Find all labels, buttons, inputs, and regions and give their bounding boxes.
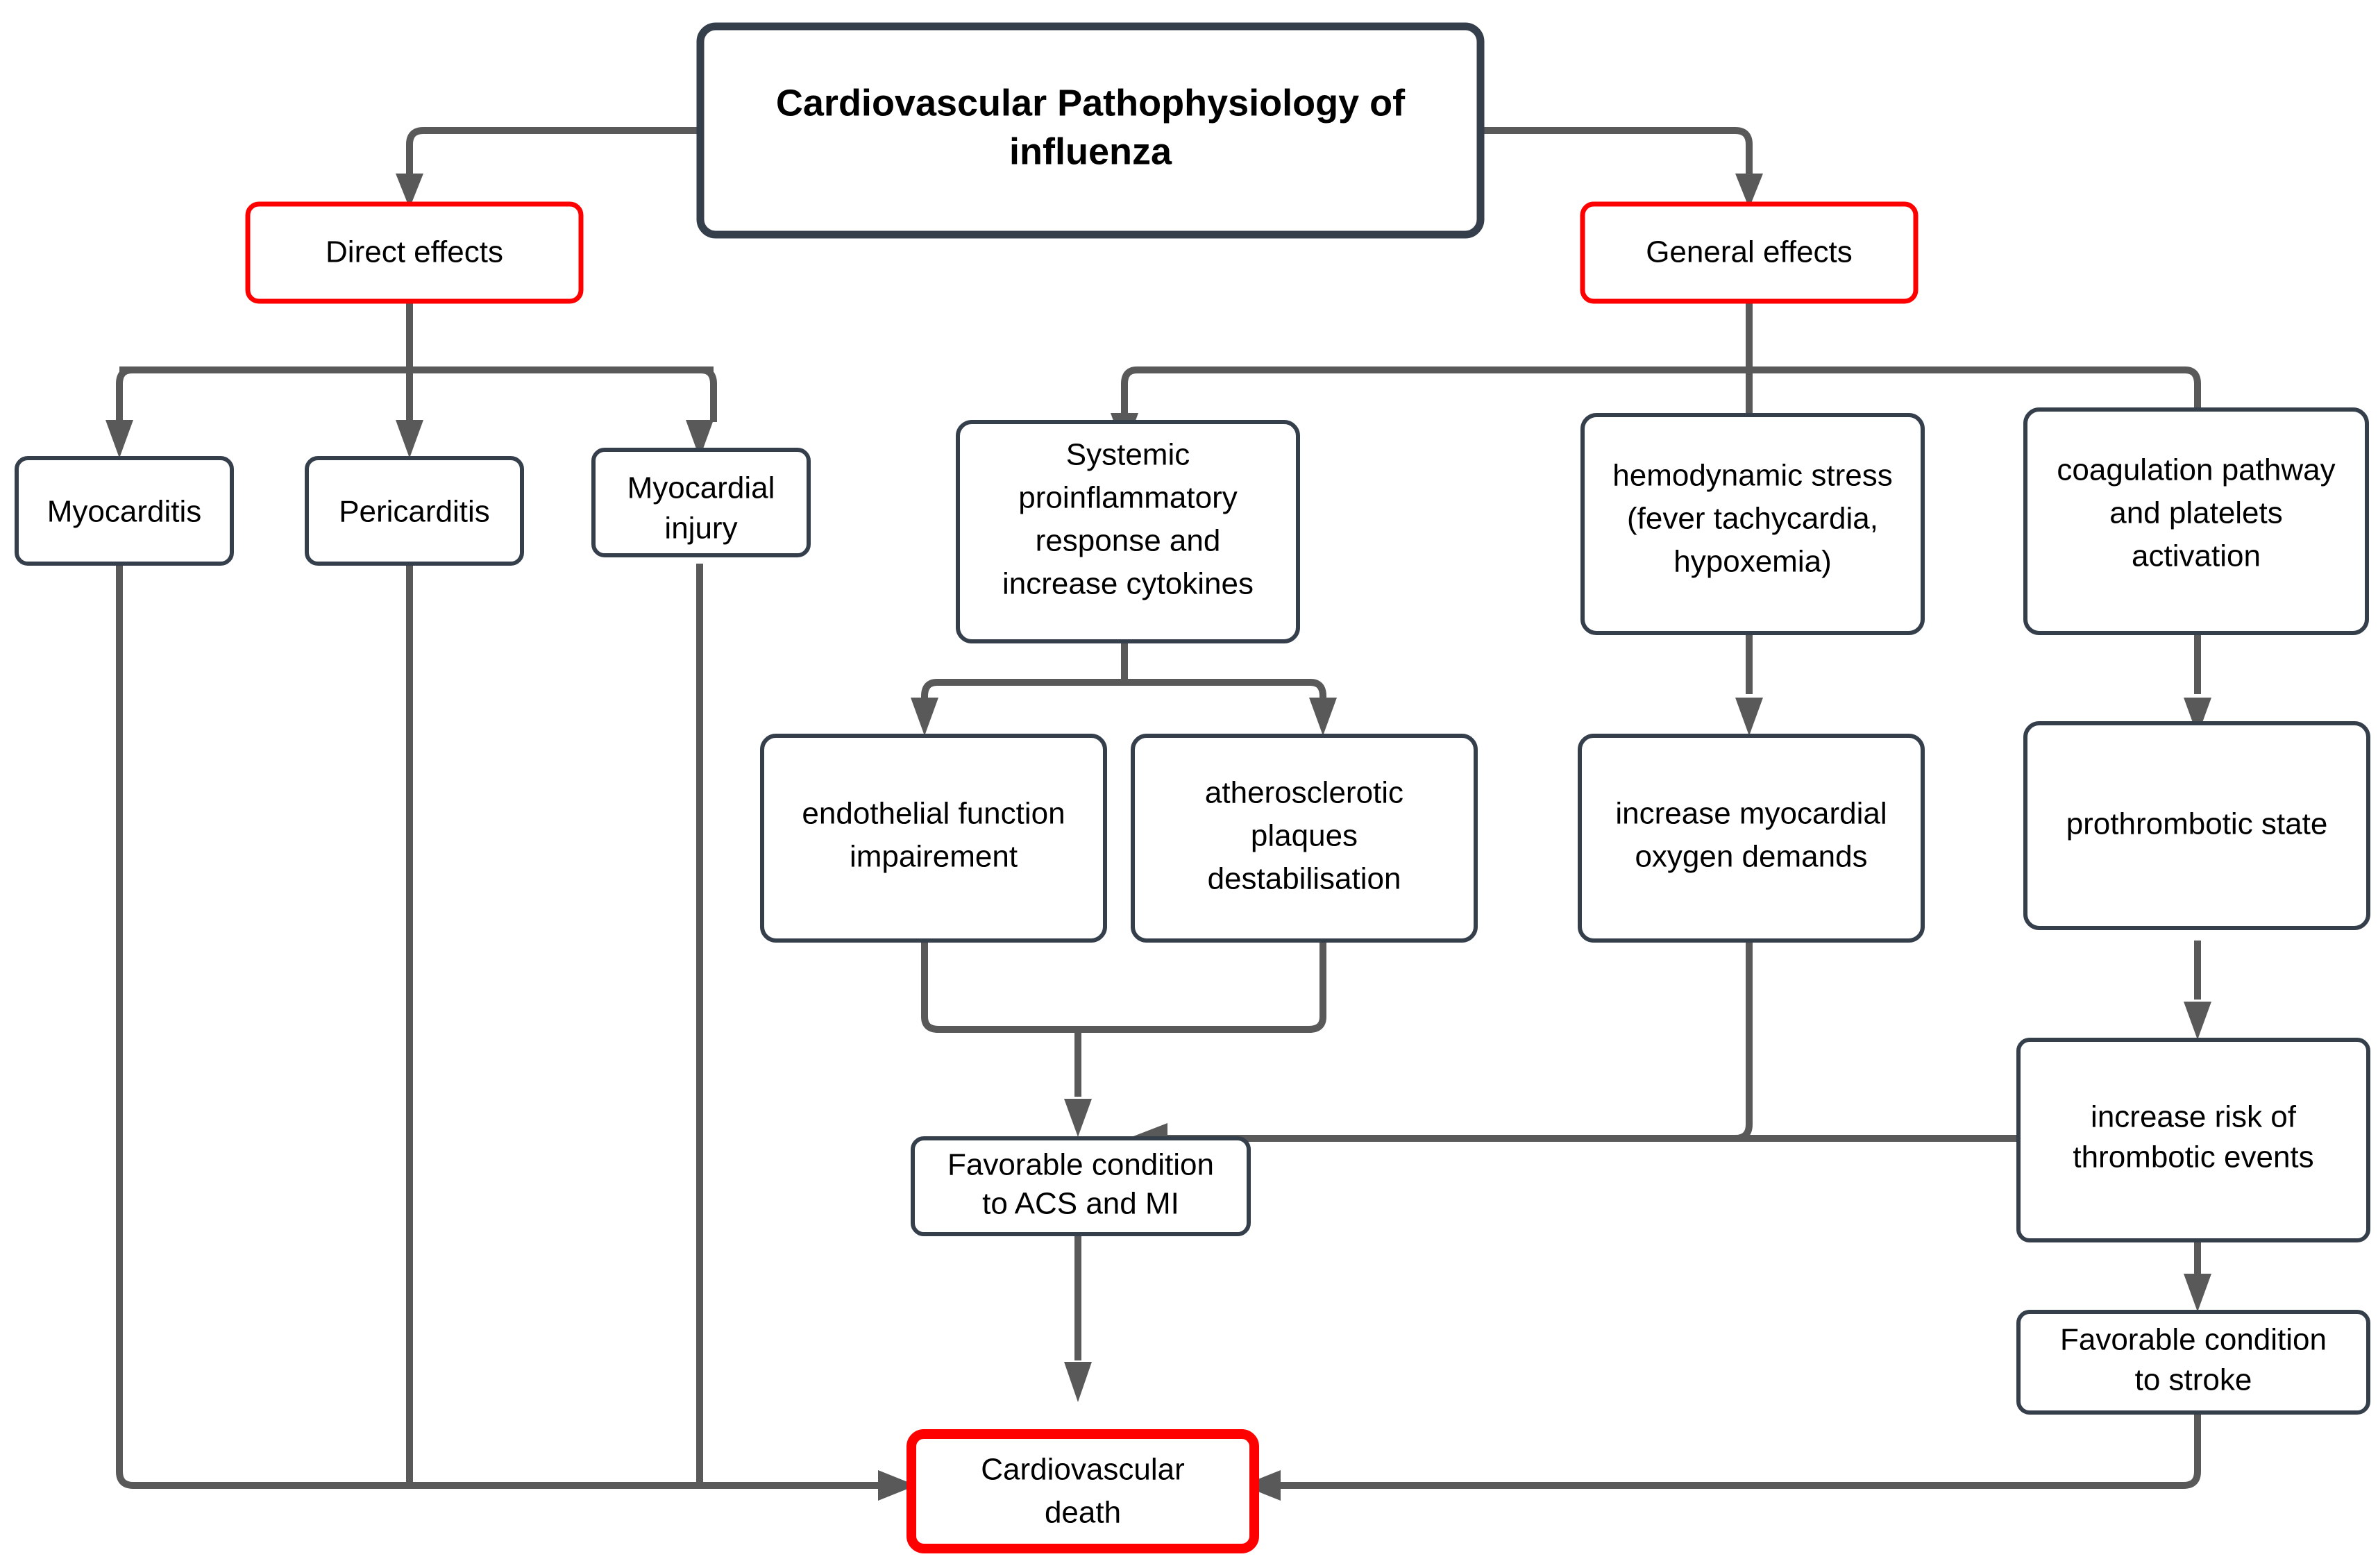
endothelial-label-line1: endothelial function xyxy=(802,797,1065,831)
favorable-stroke-label-line1: Favorable condition xyxy=(2060,1323,2327,1357)
coagulation-label-line3: activation xyxy=(2132,539,2261,573)
arrowhead-endothelial-impairment xyxy=(911,698,938,736)
endothelial-impairment-box[interactable] xyxy=(760,734,1107,943)
node-prothrombotic-state[interactable]: prothrombotic state xyxy=(2023,721,2370,930)
systemic-label-line4: increase cytokines xyxy=(1002,567,1254,601)
edge-atherosclerotic-down xyxy=(1308,941,1326,1033)
coagulation-pathway-box[interactable] xyxy=(2023,407,2369,635)
arrowhead-prothrombotic-state xyxy=(2184,698,2211,736)
myocardial-injury-label-line2: injury xyxy=(664,512,737,546)
edge-general-effects-bus-right xyxy=(2184,366,2201,415)
favorable-stroke-label-line2: to stroke xyxy=(2135,1363,2252,1397)
arrowhead-thrombotic-events xyxy=(2184,1002,2211,1040)
node-thrombotic-events[interactable]: increase risk of thrombotic events xyxy=(2016,1038,2370,1242)
systemic-label-line3: response and xyxy=(1036,524,1221,558)
arrowhead-cardiovascular-death-right xyxy=(1242,1470,1281,1501)
node-layer: Cardiovascular Pathophysiology of influe… xyxy=(15,22,2370,1553)
myocardial-injury-label-line1: Myocardial xyxy=(627,471,775,505)
prothrombotic-state-box[interactable] xyxy=(2023,721,2370,930)
edge-endothelial-down xyxy=(921,941,939,1033)
arrowhead-cardiovascular-death-left xyxy=(878,1470,916,1501)
general-effects-label: General effects xyxy=(1646,235,1853,269)
direct-effects-label: Direct effects xyxy=(326,235,503,269)
favorable-acs-mi-label-line1: Favorable condition xyxy=(947,1148,1214,1182)
edge-layer xyxy=(106,127,2211,1501)
node-favorable-stroke[interactable]: Favorable condition to stroke xyxy=(2016,1310,2370,1415)
thrombotic-events-label-line2: thrombotic events xyxy=(2073,1140,2313,1174)
root-box[interactable] xyxy=(696,22,1485,239)
arrowhead-myocardial-injury xyxy=(686,420,714,458)
node-favorable-acs-mi[interactable]: Favorable condition to ACS and MI xyxy=(911,1136,1251,1236)
cardiovascular-death-box[interactable] xyxy=(906,1429,1259,1553)
arrowhead-myocarditis xyxy=(106,420,133,458)
cardiovascular-death-label-line1: Cardiovascular xyxy=(981,1453,1184,1487)
endothelial-label-line2: impairement xyxy=(850,840,1018,874)
node-myocarditis[interactable]: Myocarditis xyxy=(15,456,234,566)
node-pericarditis[interactable]: Pericarditis xyxy=(305,456,524,566)
edge-root-to-direct-effects xyxy=(406,127,700,186)
hemodynamic-label-line3: hypoxemia) xyxy=(1673,545,1831,579)
edge-myocarditis-to-death xyxy=(116,564,895,1489)
myocardial-oxygen-label-line2: oxygen demands xyxy=(1635,840,1867,874)
arrowhead-pericarditis xyxy=(396,420,423,458)
hemodynamic-label-line2: (fever tachycardia, xyxy=(1627,502,1878,536)
node-atherosclerotic-plaques[interactable]: atherosclerotic plaques destabilisation xyxy=(1131,734,1478,943)
arrowhead-favorable-stroke xyxy=(2184,1274,2211,1312)
edge-systemic-bus-left xyxy=(921,679,938,700)
myocarditis-box[interactable] xyxy=(15,456,234,566)
edge-systemic-bus-right xyxy=(1310,679,1326,700)
prothrombotic-state-label: prothrombotic state xyxy=(2066,807,2328,841)
myocardial-injury-box[interactable] xyxy=(591,448,811,557)
edge-root-to-general-effects xyxy=(1481,127,1753,186)
arrowhead-favorable-acs-mi-top xyxy=(1064,1099,1092,1137)
atherosclerotic-plaques-box[interactable] xyxy=(1131,734,1478,943)
node-endothelial-impairment[interactable]: endothelial function impairement xyxy=(760,734,1107,943)
node-hemodynamic-stress[interactable]: hemodynamic stress (fever tachycardia, h… xyxy=(1580,413,1925,635)
direct-effects-box[interactable] xyxy=(245,201,584,304)
arrowhead-cardiovascular-death-top xyxy=(1064,1362,1092,1402)
edge-direct-effects-bus-right xyxy=(700,366,717,422)
node-systemic-proinflammatory[interactable]: Systemic proinflammatory response and in… xyxy=(956,420,1300,643)
systemic-proinflammatory-box[interactable] xyxy=(956,420,1300,643)
edge-general-effects-bus-left xyxy=(1121,366,1138,415)
atherosclerotic-label-line1: atherosclerotic xyxy=(1205,776,1403,810)
node-cardiovascular-death[interactable]: Cardiovascular death xyxy=(906,1429,1259,1553)
pericarditis-label: Pericarditis xyxy=(339,495,490,529)
node-myocardial-oxygen[interactable]: increase myocardial oxygen demands xyxy=(1578,734,1925,943)
myocardial-oxygen-box[interactable] xyxy=(1578,734,1925,943)
coagulation-label-line1: coagulation pathway xyxy=(2057,453,2335,487)
coagulation-label-line2: and platelets xyxy=(2109,496,2283,530)
hemodynamic-label-line1: hemodynamic stress xyxy=(1612,459,1892,493)
atherosclerotic-label-line3: destabilisation xyxy=(1208,862,1401,896)
root-label-line2: influenza xyxy=(1009,130,1172,172)
systemic-label-line1: Systemic xyxy=(1066,438,1190,472)
thrombotic-events-label-line1: increase risk of xyxy=(2091,1100,2297,1134)
favorable-stroke-box[interactable] xyxy=(2016,1310,2370,1415)
cardiovascular-death-label-line2: death xyxy=(1045,1496,1121,1530)
node-general-effects[interactable]: General effects xyxy=(1580,201,1919,304)
arrowhead-atherosclerotic-plaques xyxy=(1309,698,1337,736)
node-direct-effects[interactable]: Direct effects xyxy=(245,201,584,304)
favorable-acs-mi-label-line2: to ACS and MI xyxy=(982,1187,1179,1221)
node-coagulation-pathway[interactable]: coagulation pathway and platelets activa… xyxy=(2023,407,2369,635)
systemic-label-line2: proinflammatory xyxy=(1018,481,1237,515)
hemodynamic-stress-box[interactable] xyxy=(1580,413,1925,635)
atherosclerotic-label-line2: plaques xyxy=(1251,819,1358,853)
edge-direct-effects-bus xyxy=(116,366,133,422)
myocardial-oxygen-label-line1: increase myocardial xyxy=(1615,797,1887,831)
node-root[interactable]: Cardiovascular Pathophysiology of influe… xyxy=(696,22,1485,239)
node-myocardial-injury[interactable]: Myocardial injury xyxy=(591,448,811,557)
arrowhead-direct-effects xyxy=(396,174,423,208)
edge-stroke-to-death xyxy=(1277,1395,2201,1489)
arrowhead-myocardial-oxygen xyxy=(1735,698,1763,736)
general-effects-box[interactable] xyxy=(1580,201,1919,304)
pericarditis-box[interactable] xyxy=(305,456,524,566)
thrombotic-events-box[interactable] xyxy=(2016,1038,2370,1242)
edge-oxygen-to-acs xyxy=(1166,941,1753,1142)
myocarditis-label: Myocarditis xyxy=(47,495,202,529)
root-label-line1: Cardiovascular Pathophysiology of xyxy=(776,82,1406,124)
favorable-acs-mi-box[interactable] xyxy=(911,1136,1251,1236)
arrowhead-general-effects xyxy=(1735,174,1763,208)
